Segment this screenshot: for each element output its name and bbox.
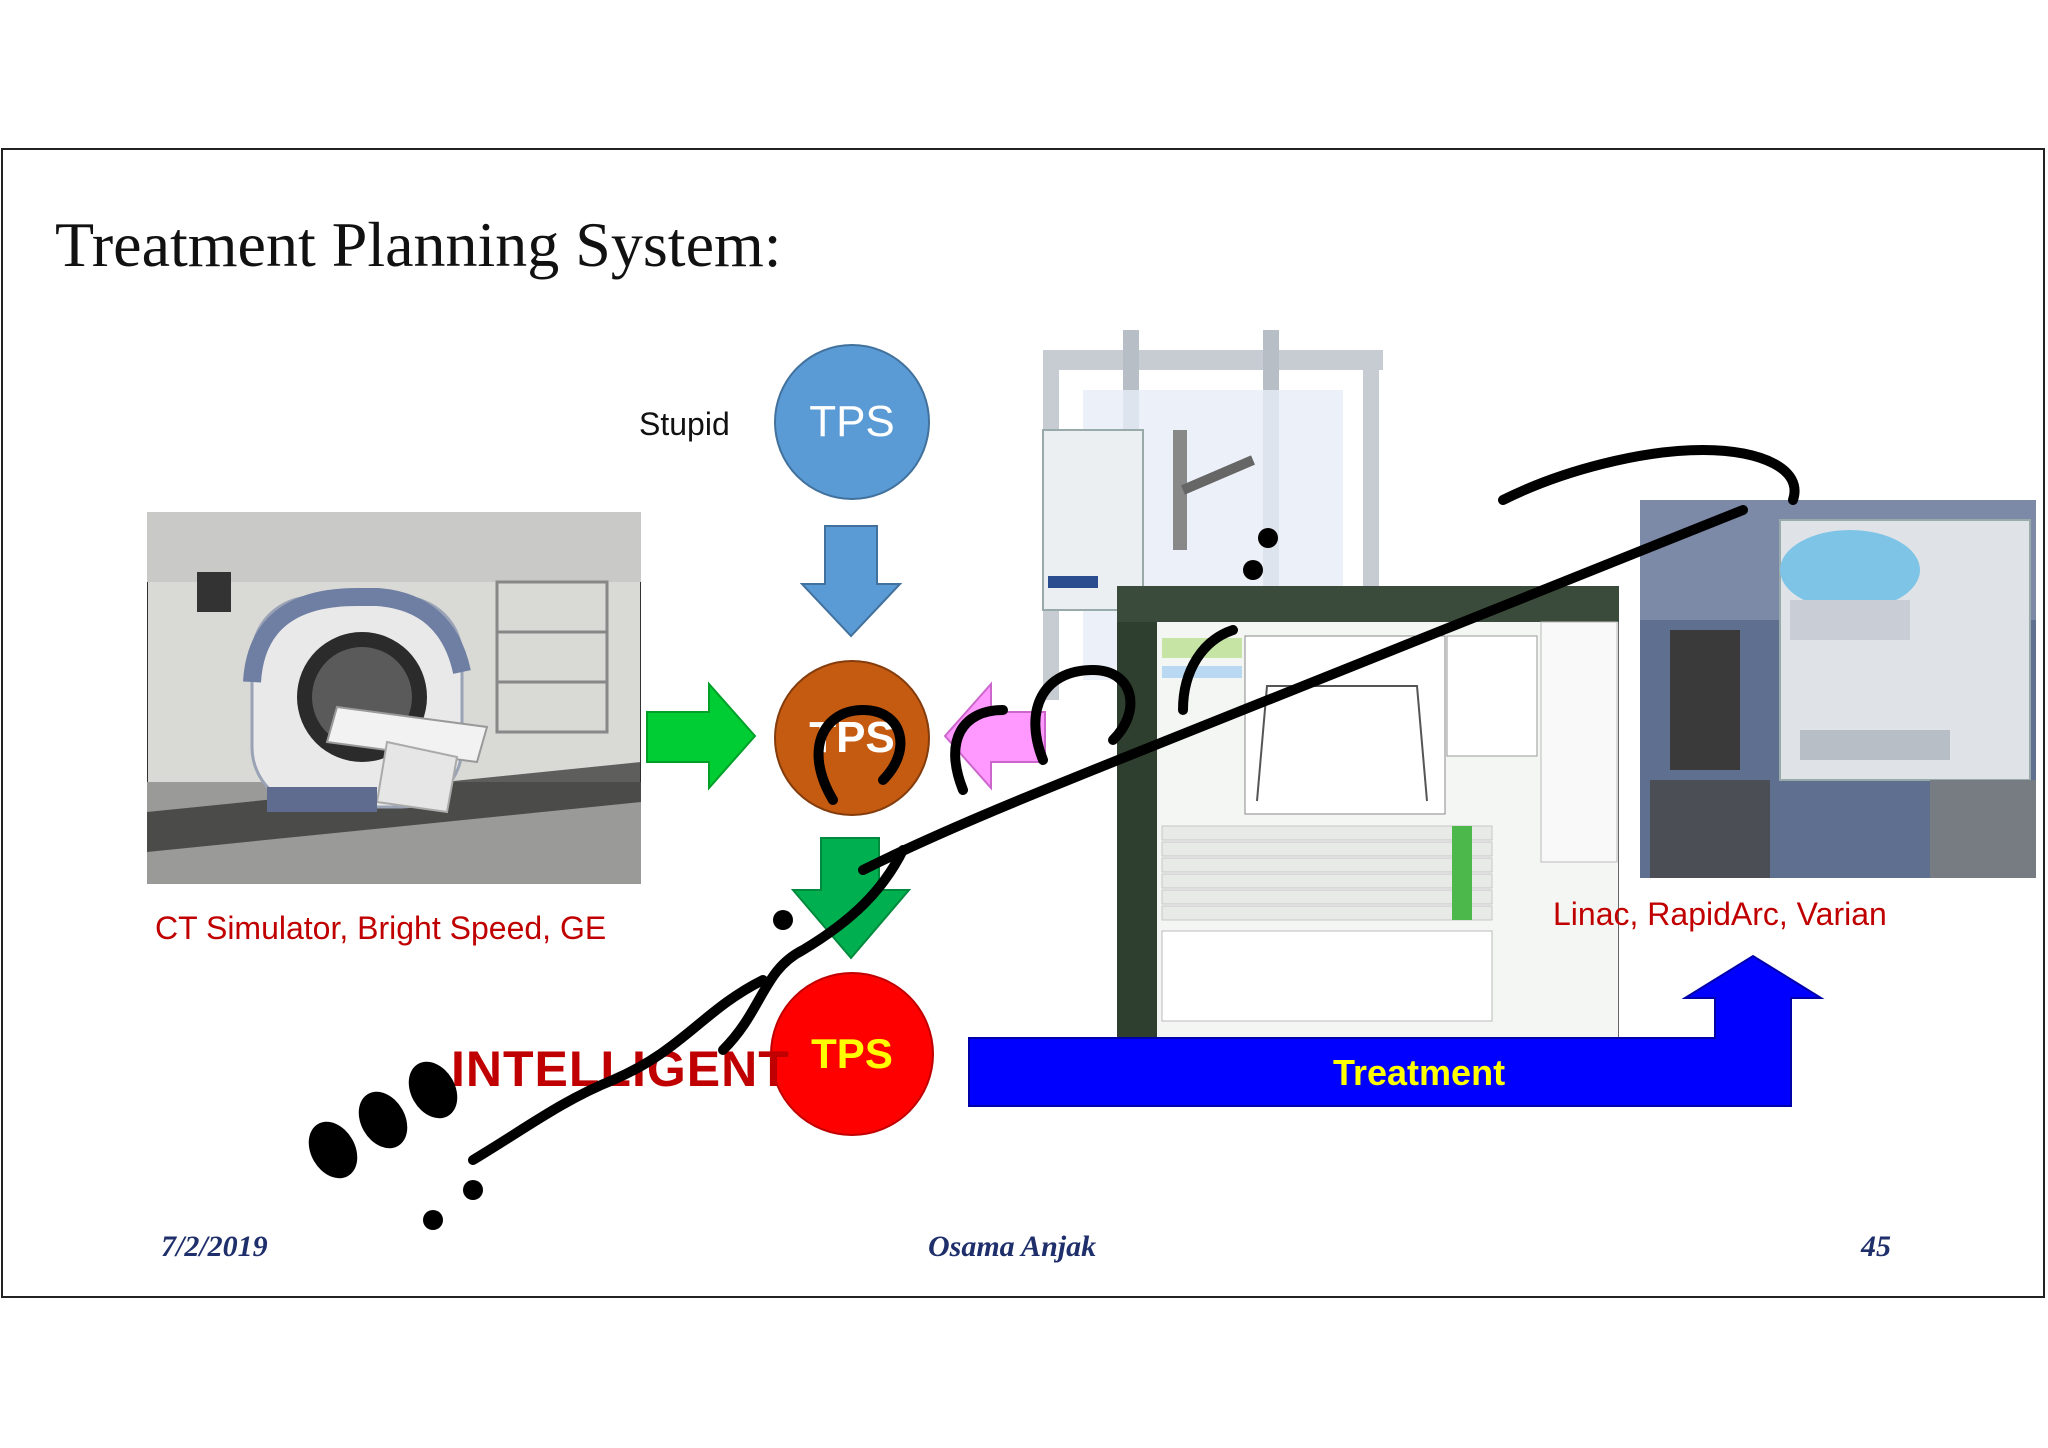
footer-page-number: 45 <box>1861 1230 1891 1263</box>
tps-circle-intelligent: TPS <box>770 972 934 1136</box>
footer-date: 7/2/2019 <box>161 1230 268 1263</box>
linac-caption: Linac, RapidArc, Varian <box>1553 896 1887 932</box>
tps-circle-stupid: TPS <box>774 344 930 500</box>
ct-simulator-image <box>147 512 641 884</box>
intelligent-label: INTELLIGENT <box>451 1041 790 1097</box>
tps-circle-label: TPS <box>811 1030 893 1077</box>
treatment-label: Treatment <box>1333 1052 1506 1093</box>
slide: Treatment Planning System: <box>1 148 2045 1298</box>
tps-circle-label: TPS <box>809 713 895 762</box>
stupid-label: Stupid <box>639 406 730 442</box>
footer-author: Osama Anjak <box>928 1230 1097 1263</box>
ct-caption: CT Simulator, Bright Speed, GE <box>155 910 607 946</box>
slide-title: Treatment Planning System: <box>55 209 782 280</box>
right-arrow-from-ct <box>646 681 757 791</box>
left-arrow-from-phantom <box>943 681 1046 791</box>
arrows-layer <box>646 525 1825 1107</box>
down-arrow-top <box>799 525 903 638</box>
tps-circle-label: TPS <box>809 397 895 446</box>
treatment-arrow <box>968 954 1825 1107</box>
tps-circle-middle: TPS <box>774 660 930 816</box>
down-arrow-bottom <box>790 837 912 960</box>
